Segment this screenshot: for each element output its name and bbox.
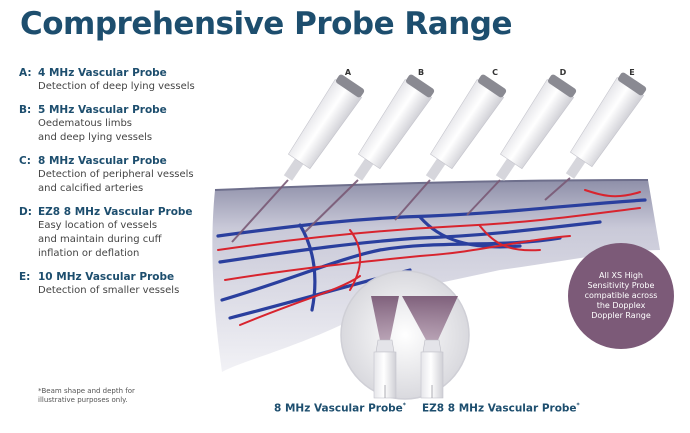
beam-magnifier — [340, 270, 470, 400]
item-title: 4 MHz Vascular Probe — [38, 67, 167, 79]
artery — [349, 229, 362, 291]
vein — [216, 198, 647, 238]
probe-D — [495, 74, 577, 181]
compatibility-badge: All XS High Sensitivity Probe compatible… — [568, 243, 674, 349]
item-desc: Detection of peripheral vessels — [38, 169, 194, 180]
limb-top-edge — [214, 179, 649, 191]
item-desc: and maintain during cuff — [38, 234, 162, 245]
caption-text: 8 MHz Vascular Probe — [274, 402, 403, 415]
artery — [217, 207, 641, 251]
probe-B — [353, 74, 435, 181]
probe-list: A: 4 MHz Vascular Probe Detection of dee… — [19, 66, 234, 307]
probe-letter-d: D — [560, 68, 567, 77]
item-desc: and deep lying vessels — [38, 132, 153, 143]
artery — [479, 225, 541, 252]
probe-letter-c: C — [492, 68, 498, 77]
vein — [220, 236, 562, 302]
caption-8mhz: 8 MHz Vascular Probe* — [274, 402, 406, 415]
page-title: Comprehensive Probe Range — [20, 6, 513, 42]
item-title: EZ8 8 MHz Vascular Probe — [38, 206, 193, 218]
caption-mark: * — [402, 402, 406, 409]
probe-tip-ez8 — [420, 339, 444, 399]
item-desc: Detection of deep lying vessels — [38, 81, 195, 92]
item-title: 10 MHz Vascular Probe — [38, 271, 175, 283]
item-desc: Easy location of vessels — [38, 220, 158, 231]
list-item: A: 4 MHz Vascular Probe Detection of dee… — [19, 66, 234, 94]
list-item: B: 5 MHz Vascular Probe Oedematous limbs… — [19, 103, 234, 145]
beam — [304, 179, 359, 233]
item-letter: A: — [19, 67, 32, 79]
beam-shape-wide — [402, 296, 458, 340]
item-letter: D: — [19, 206, 32, 218]
list-item: C: 8 MHz Vascular Probe Detection of per… — [19, 154, 234, 196]
item-letter: E: — [19, 271, 31, 283]
item-title: 8 MHz Vascular Probe — [38, 155, 167, 167]
artery — [584, 189, 641, 198]
item-letter: B: — [19, 104, 32, 116]
probe-C — [425, 74, 507, 181]
beam-shape-narrow — [371, 296, 399, 340]
beam — [466, 179, 501, 216]
vein — [218, 220, 602, 264]
caption-ez8: EZ8 8 MHz Vascular Probe* — [422, 402, 580, 415]
arteries — [217, 189, 641, 326]
item-desc: Oedematous limbs — [38, 118, 133, 129]
probe-letter-a: A — [345, 68, 352, 77]
item-desc: and calcified arteries — [38, 183, 144, 194]
probe-E — [565, 72, 647, 179]
caption-mark: * — [576, 402, 580, 409]
footnote: *Beam shape and depth for illustrative p… — [38, 387, 135, 404]
probe-A — [283, 74, 365, 181]
probe-beams — [231, 177, 571, 243]
caption-text: EZ8 8 MHz Vascular Probe — [422, 402, 577, 415]
beam — [231, 179, 289, 243]
beam — [544, 177, 571, 201]
item-desc: inflation or deflation — [38, 248, 140, 259]
probe-tip-8mhz — [373, 339, 397, 399]
list-item: D: EZ8 8 MHz Vascular Probe Easy locatio… — [19, 205, 234, 261]
beam — [394, 179, 431, 221]
badge-text: All XS High Sensitivity Probe compatible… — [584, 271, 658, 320]
list-item: E: 10 MHz Vascular Probe Detection of sm… — [19, 270, 234, 298]
artery — [224, 235, 571, 281]
item-desc: Detection of smaller vessels — [38, 285, 180, 296]
item-letter: C: — [19, 155, 31, 167]
item-title: 5 MHz Vascular Probe — [38, 104, 167, 116]
probe-letter-b: B — [418, 68, 424, 77]
vein — [298, 223, 317, 312]
artery — [239, 275, 361, 326]
probe-letter-e: E — [629, 68, 634, 77]
